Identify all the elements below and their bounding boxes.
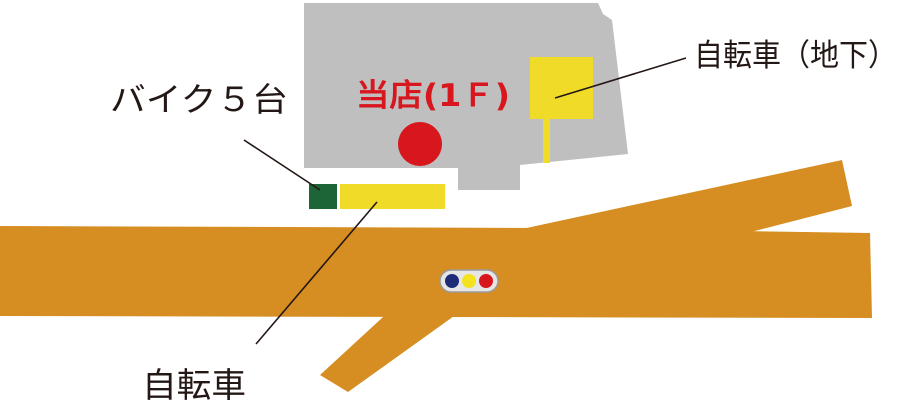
leader-line-bicycle [255, 201, 378, 345]
traffic-signal-icon [439, 269, 499, 293]
store-label: 当店(1Ｆ) [356, 78, 510, 114]
roads [0, 160, 872, 392]
diagonal-road-lower [320, 306, 468, 392]
signal-red-light-icon [479, 274, 493, 288]
bike-parking-area [309, 184, 337, 209]
store-marker-icon [398, 122, 442, 166]
bicycle-basement-area [530, 57, 593, 119]
leader-line-bike [243, 139, 321, 191]
bicycle-basement-label: 自転車（地下） [694, 38, 897, 74]
bicycle-basement-ramp [543, 119, 550, 163]
bicycle-parking-area [340, 184, 445, 209]
leader-line-bicycle-basement [554, 57, 687, 99]
diagonal-road-upper [480, 160, 852, 286]
bicycle-label: 自転車 [142, 366, 246, 406]
signal-blue-light-icon [445, 274, 459, 288]
leader-lines [243, 57, 687, 345]
signal-yellow-light-icon [462, 274, 476, 288]
main-road [0, 226, 872, 318]
bike-parking-label: バイク５台 [110, 80, 288, 119]
